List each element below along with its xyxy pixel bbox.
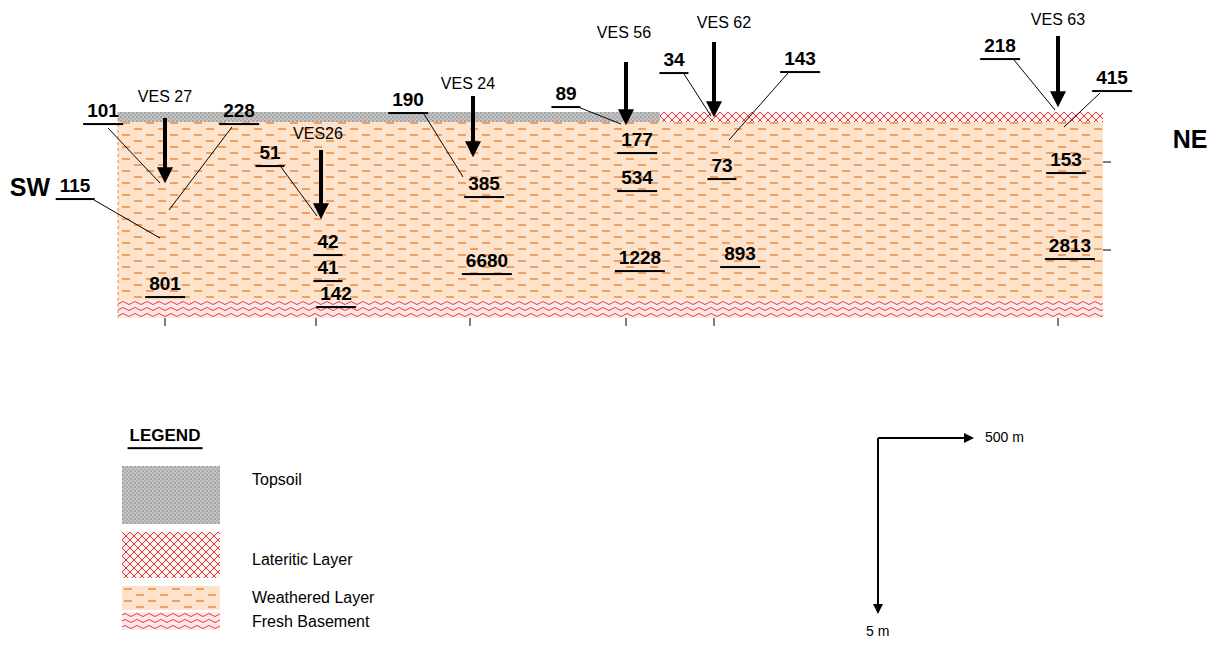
swatch-pattern (122, 612, 220, 630)
resistivity-value: 51 (255, 143, 284, 167)
resistivity-value: 415 (1092, 68, 1132, 92)
resistivity-value: 2813 (1045, 236, 1095, 260)
legend-text: Weathered Layer (252, 589, 374, 607)
resistivity-value: 142 (316, 284, 356, 308)
resistivity-value: 41 (313, 258, 342, 282)
resistivity-value: 893 (720, 244, 760, 268)
legend-swatch (122, 532, 220, 578)
legend-text: Lateritic Layer (252, 551, 353, 569)
resistivity-value: 143 (780, 49, 820, 73)
ves-station-label: VES 24 (441, 75, 495, 93)
legend-swatch (122, 466, 220, 524)
resistivity-value: 34 (659, 50, 688, 74)
resistivity-value: 177 (617, 130, 657, 154)
swatch-pattern (122, 466, 220, 524)
swatch-pattern (122, 586, 220, 610)
resistivity-value: 42 (313, 232, 342, 256)
scale-label: 5 m (866, 624, 889, 639)
legend-heading: LEGEND (128, 427, 203, 449)
legend-text: Fresh Basement (252, 613, 369, 631)
resistivity-value: 153 (1046, 150, 1086, 174)
resistivity-value: 218 (980, 36, 1020, 60)
direction-label: SW (10, 174, 50, 202)
resistivity-value: 6680 (462, 251, 512, 275)
legend-text: Topsoil (252, 471, 302, 489)
resistivity-value: 385 (464, 174, 504, 198)
ves-station-label: VES 62 (697, 14, 751, 32)
resistivity-value: 115 (56, 176, 95, 200)
direction-label: NE (1173, 126, 1208, 154)
legend-swatch (122, 586, 220, 610)
ves-station-label: VES26 (293, 125, 343, 143)
resistivity-value: 89 (551, 84, 580, 108)
ves-station-label: VES 63 (1031, 11, 1085, 29)
resistivity-value: 101 (83, 101, 123, 125)
resistivity-value: 801 (145, 274, 185, 298)
ves-station-label: VES 56 (597, 24, 651, 42)
legend-swatch (122, 612, 220, 630)
resistivity-value: 1228 (615, 248, 665, 272)
ves-station-label: VES 27 (138, 88, 192, 106)
resistivity-value: 73 (707, 156, 736, 180)
scale-label: 500 m (985, 430, 1024, 445)
swatch-pattern (122, 532, 220, 578)
resistivity-value: 228 (219, 101, 259, 125)
resistivity-value: 534 (617, 168, 657, 192)
resistivity-value: 190 (388, 90, 428, 114)
